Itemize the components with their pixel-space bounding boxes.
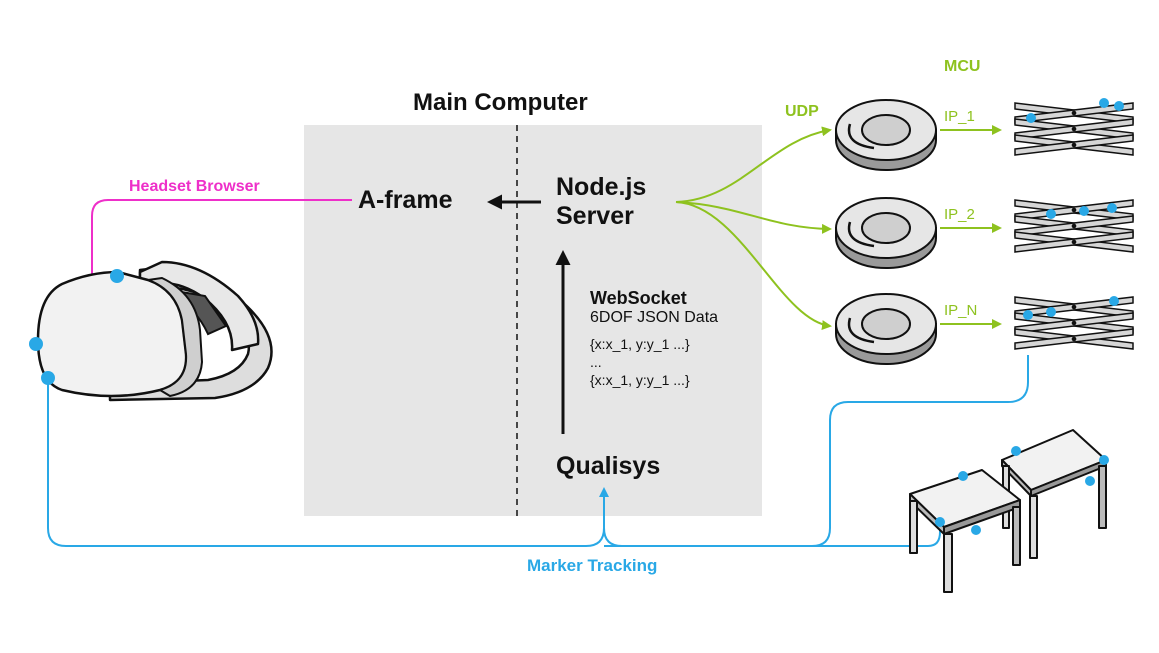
websocket-block: WebSocket 6DOF JSON Data {x:x_1, y:y_1 .…: [590, 288, 718, 389]
actuator-marker: [1114, 101, 1124, 111]
aframe-label: A-frame: [358, 186, 453, 214]
ip-label-3: IP_N: [944, 302, 978, 319]
websocket-title: WebSocket: [590, 288, 687, 308]
nodejs-line-2: Server: [556, 202, 634, 230]
mcu-disc-icon: [835, 293, 937, 365]
websocket-ellipsis: ...: [590, 354, 602, 370]
actuator-marker: [1046, 307, 1056, 317]
table-marker: [935, 517, 945, 527]
nodejs-label: Node.js Server: [556, 173, 646, 231]
main-computer-title: Main Computer: [413, 89, 588, 116]
actuator-marker: [1107, 203, 1117, 213]
table-marker: [971, 525, 981, 535]
actuator-marker: [1026, 113, 1036, 123]
scissor-lift-icon: [1014, 296, 1134, 350]
table-marker: [1099, 455, 1109, 465]
mcu-label: MCU: [944, 58, 981, 75]
actuator-marker: [1109, 296, 1119, 306]
udp-link-3: [675, 201, 832, 330]
actuator-marker: [1099, 98, 1109, 108]
headset-marker-2: [29, 337, 43, 351]
headset-browser-label: Headset Browser: [129, 178, 260, 195]
ip-label-2: IP_2: [944, 206, 975, 223]
actuator-marker: [1046, 209, 1056, 219]
websocket-subtitle: 6DOF JSON Data: [590, 309, 719, 326]
actuator-marker: [1079, 206, 1089, 216]
qualisys-label: Qualisys: [556, 452, 661, 480]
udp-link-1: [675, 126, 832, 203]
scissor-lift-icon: [1014, 102, 1134, 156]
ip-label-1: IP_1: [944, 108, 975, 125]
headset-browser-arrow: [87, 199, 352, 320]
mcu-disc-icon: [835, 197, 937, 269]
marker-tracking-arrowhead: [599, 487, 609, 497]
main-computer-panel: [304, 125, 762, 516]
marker-tracking-line: [47, 378, 605, 547]
table-icon: [909, 469, 1021, 593]
table-marker: [958, 471, 968, 481]
mcu-disc-icon: [835, 99, 937, 171]
headset-marker-1: [110, 269, 124, 283]
udp-label: UDP: [785, 103, 819, 120]
nodejs-line-1: Node.js: [556, 173, 647, 201]
table-marker: [1085, 476, 1095, 486]
table-marker: [1011, 446, 1021, 456]
actuator-tracking-line: [604, 355, 1029, 547]
websocket-data-line-1: {x:x_1, y:y_1 ...}: [590, 336, 690, 352]
marker-tracking-label: Marker Tracking: [527, 556, 658, 575]
udp-link-2: [675, 201, 832, 234]
table-tracking-line: [603, 522, 941, 547]
actuator-marker: [1023, 310, 1033, 320]
websocket-data-line-2: {x:x_1, y:y_1 ...}: [590, 372, 690, 388]
scissor-lift-icon: [1014, 199, 1134, 253]
vr-headset-icon: [36, 260, 273, 402]
headset-marker-3: [41, 371, 55, 385]
